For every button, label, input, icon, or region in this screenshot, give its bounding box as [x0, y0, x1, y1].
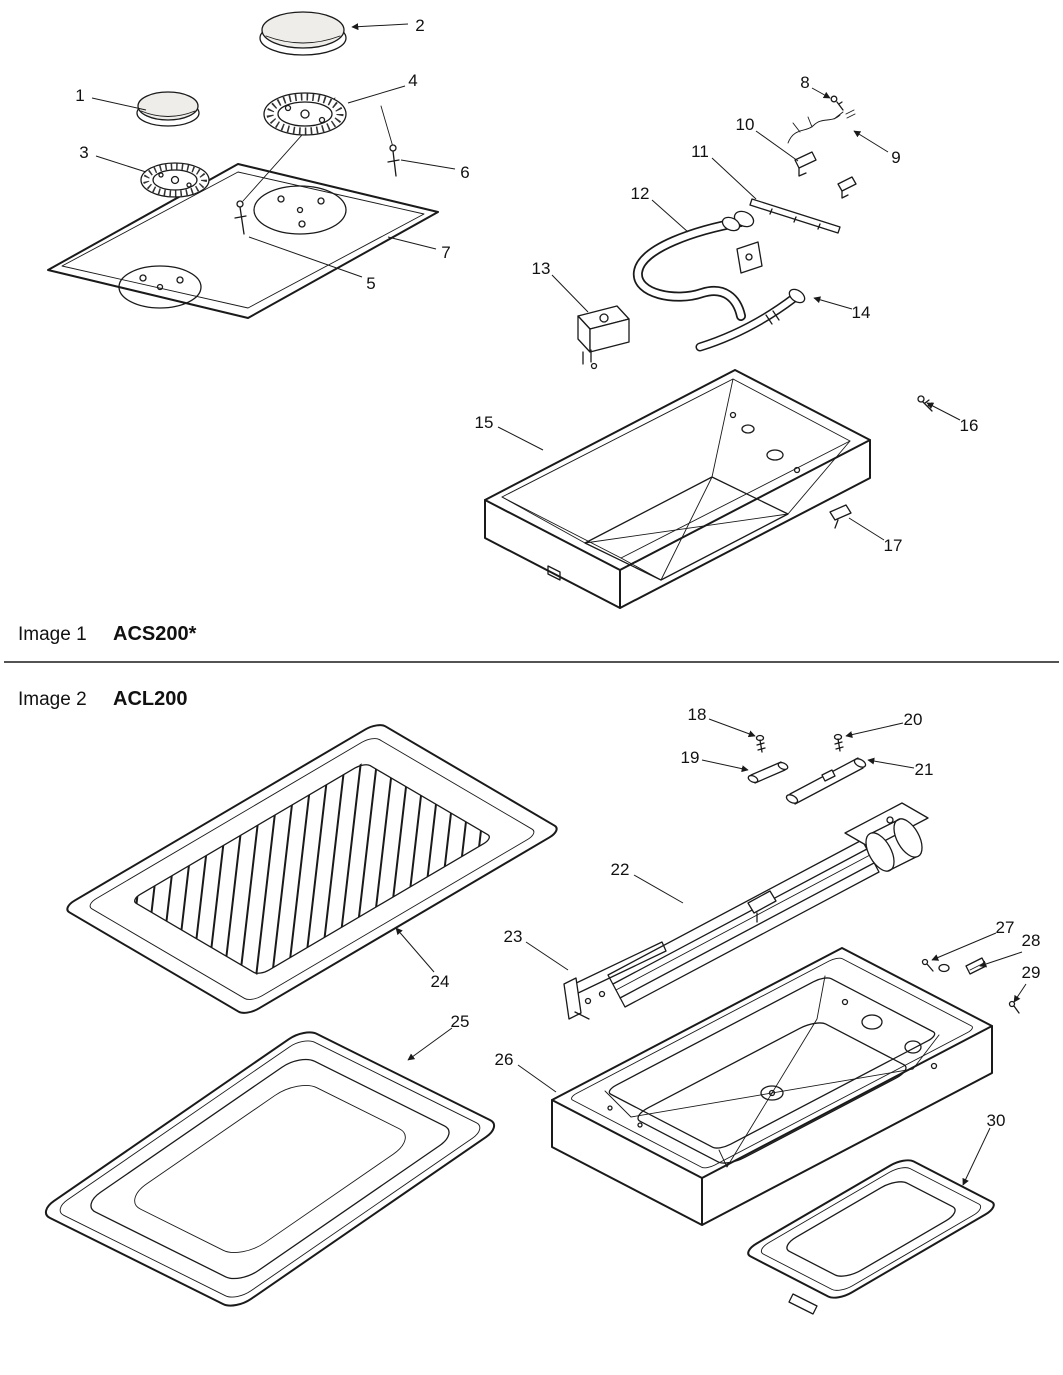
callout-20: 20 [904, 710, 923, 729]
callout-7: 7 [441, 243, 450, 262]
burner-box-acl [552, 948, 992, 1225]
callout-23: 23 [504, 927, 523, 946]
leader-lines [91, 23, 1027, 1186]
gas-tube [695, 288, 806, 352]
callout-16: 16 [960, 416, 979, 435]
section1-model: ACS200* [113, 623, 197, 645]
screw-grommet-27 [921, 958, 950, 973]
callout-3: 3 [79, 143, 88, 162]
orifice-holder-strip [749, 198, 841, 234]
section-acs200 [47, 11, 933, 609]
callout-22: 22 [611, 860, 630, 879]
callout-15: 15 [475, 413, 494, 432]
callout-6: 6 [460, 163, 469, 182]
callout-30: 30 [987, 1111, 1006, 1130]
callout-26: 26 [495, 1050, 514, 1069]
bracket-pair [794, 151, 857, 199]
callout-27: 27 [996, 918, 1015, 937]
clip-17 [829, 504, 852, 529]
callout-10: 10 [736, 115, 755, 134]
gas-hose [633, 210, 763, 321]
callout-25: 25 [451, 1012, 470, 1031]
main-top [47, 163, 439, 319]
section2-model: ACL200 [113, 688, 187, 710]
callout-17: 17 [884, 536, 903, 555]
wire-harness [787, 109, 856, 144]
spark-igniter-right [387, 144, 400, 177]
broiler-tray [742, 1157, 1000, 1314]
drip-pan [38, 1028, 502, 1310]
callout-9: 9 [891, 148, 900, 167]
burner-cap-small [136, 91, 200, 127]
callout-8: 8 [800, 73, 809, 92]
screw-20 [833, 733, 844, 752]
callout-21: 21 [915, 760, 934, 779]
callout-19: 19 [681, 748, 700, 767]
orifice-19 [747, 761, 789, 784]
grate [62, 722, 562, 1016]
burner-head-small [140, 162, 210, 198]
callout-11: 11 [691, 142, 709, 161]
section2-label: Image 2 [18, 689, 87, 710]
callouts: 1 2 3 4 5 6 7 8 9 10 11 12 13 14 15 16 1… [75, 16, 1040, 1130]
support-bracket [563, 941, 667, 1020]
screw-18 [755, 734, 766, 753]
screw-16 [917, 395, 933, 412]
callout-12: 12 [631, 184, 650, 203]
callout-14: 14 [852, 303, 871, 322]
callout-28: 28 [1022, 931, 1041, 950]
callout-1: 1 [75, 86, 84, 105]
section1-label: Image 1 [18, 624, 87, 645]
burner-assembly [607, 802, 929, 1008]
screw-29 [1008, 1000, 1020, 1014]
callout-24: 24 [431, 972, 450, 991]
burner-head-large [263, 92, 347, 136]
burner-box-acs [484, 369, 871, 609]
screw-8 [830, 95, 844, 111]
valve-bracket [577, 305, 630, 370]
section-acl200 [38, 722, 1019, 1314]
flash-tube [785, 757, 867, 805]
callout-4: 4 [408, 71, 417, 90]
burner-cap-large [259, 11, 347, 56]
callout-29: 29 [1022, 963, 1041, 982]
clip-28 [965, 957, 987, 975]
spark-igniter-left [234, 200, 247, 235]
callout-2: 2 [415, 16, 424, 35]
callout-13: 13 [532, 259, 551, 278]
callout-5: 5 [366, 274, 375, 293]
callout-18: 18 [688, 705, 707, 724]
